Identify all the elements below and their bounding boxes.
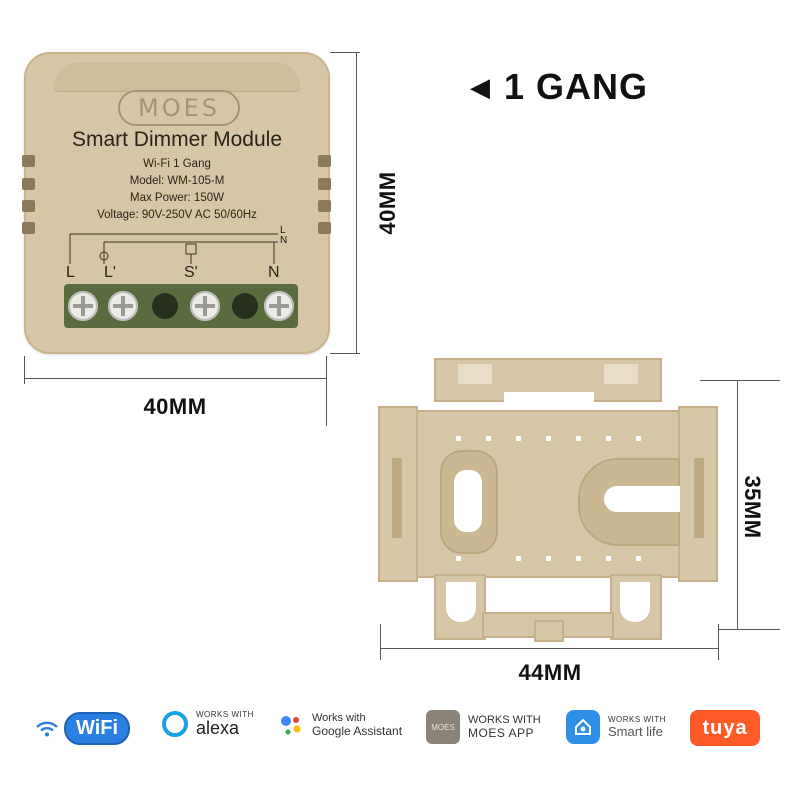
module-height-label: 40MM (375, 171, 400, 235)
smartlife-badge: WORKS WITH Smart life (566, 710, 666, 744)
dimmer-module: MOES Smart Dimmer Module Wi-Fi 1 Gang Mo… (24, 52, 330, 354)
wire-label-l: L (280, 225, 286, 236)
dimension-tick (326, 356, 327, 426)
vent-slot (318, 222, 331, 234)
dimension-tick (718, 624, 719, 660)
logo-text: MOES (138, 94, 220, 122)
mounting-bracket (378, 358, 718, 648)
screw-terminal (108, 291, 138, 321)
wing-ribs (392, 458, 402, 538)
bracket-leg-gap (446, 582, 476, 622)
alexa-top-text: WORKS WITH (196, 710, 254, 719)
terminal-block (64, 284, 298, 328)
moes-top-text: WORKS WITH (468, 714, 541, 726)
google-assistant-icon (281, 716, 301, 735)
vent-slot (318, 200, 331, 212)
screw-terminal (68, 291, 98, 321)
bracket-hole (516, 436, 521, 441)
dimension-line (356, 52, 357, 354)
bracket-hole (486, 436, 491, 441)
moes-logo: MOES (118, 90, 240, 126)
spec-line: Voltage: 90V-250V AC 50/60Hz (97, 209, 257, 221)
bracket-hole (456, 556, 461, 561)
dimension-tick (380, 624, 381, 660)
module-title: Smart Dimmer Module (71, 128, 283, 151)
terminal-hole (152, 293, 178, 319)
spec-line: Max Power: 150W (130, 192, 224, 204)
smartlife-icon (566, 710, 600, 744)
wifi-icon (36, 721, 58, 736)
terminal-label: N (268, 264, 280, 281)
smartlife-main-text: Smart life (608, 724, 663, 739)
wifi-text: WiFi (76, 717, 119, 739)
bracket-hole (636, 556, 641, 561)
bracket-leg-gap (620, 582, 650, 622)
wifi-badge: WiFi (36, 712, 131, 745)
wifi-logo: WiFi (64, 712, 131, 745)
google-main-text: Google Assistant (312, 724, 403, 738)
wire-label-n: N (280, 235, 288, 246)
gang-label: 1 GANG (504, 66, 649, 107)
dimension-tick (24, 356, 25, 384)
tuya-logo-text: tuya (702, 716, 748, 739)
dimension-line (24, 378, 326, 379)
bracket-u-slot (604, 486, 680, 512)
dimension-line (380, 648, 718, 649)
bracket-window (604, 364, 638, 384)
moes-main-text: MOES APP (468, 726, 535, 740)
google-top-text: Works with (312, 712, 366, 724)
dimension-tick (700, 380, 780, 381)
house-icon (575, 718, 591, 735)
bracket-hole (456, 436, 461, 441)
bracket-hole (576, 436, 581, 441)
terminal-label: L' (104, 264, 116, 281)
bracket-hole (576, 556, 581, 561)
terminal-label: L (66, 264, 75, 281)
bracket-hole (516, 556, 521, 561)
terminal-hole (232, 293, 258, 319)
vent-slot (22, 155, 35, 167)
bracket-slot (454, 470, 482, 532)
spec-line: Wi-Fi 1 Gang (143, 158, 211, 170)
terminal-label: S' (184, 264, 198, 281)
bracket-hole (546, 556, 551, 561)
dimension-line (737, 380, 738, 630)
bracket-hole (546, 436, 551, 441)
gang-header: ◀ 1 GANG (470, 66, 648, 108)
tuya-badge: tuya (690, 710, 760, 746)
module-width-label: 40MM (143, 394, 207, 419)
bracket-height-label: 35MM (740, 475, 765, 539)
google-assistant-badge: Works with Google Assistant (278, 712, 402, 738)
moes-app-icon: MOES (426, 710, 460, 744)
dimension-tick (718, 629, 780, 630)
bracket-width-label: 44MM (518, 660, 582, 685)
screw-terminal (264, 291, 294, 321)
alexa-icon (162, 710, 188, 737)
moes-app-badge: MOES WORKS WITH MOES APP (426, 710, 541, 744)
bracket-hole (636, 436, 641, 441)
vent-slot (318, 178, 331, 190)
vent-slot (318, 155, 331, 167)
moes-icon-text: MOES (431, 722, 455, 732)
alexa-main-text: alexa (196, 718, 240, 738)
vent-slot (22, 200, 35, 212)
bracket-hole (606, 436, 611, 441)
vent-slot (22, 222, 35, 234)
screw-terminal (190, 291, 220, 321)
module-top-ridge (54, 62, 300, 92)
wiring-diagram (69, 233, 278, 264)
alexa-badge: WORKS WITH alexa (162, 710, 254, 737)
bracket-tab (534, 620, 564, 642)
dimension-tick (330, 52, 360, 53)
dimension-tick (330, 353, 360, 354)
bracket-window (458, 364, 492, 384)
vent-slot (22, 178, 35, 190)
left-arrow-icon: ◀ (470, 71, 490, 102)
spec-line: Model: WM-105-M (129, 175, 225, 187)
bracket-hole (606, 556, 611, 561)
wing-ribs (694, 458, 704, 538)
smartlife-top-text: WORKS WITH (608, 715, 666, 724)
